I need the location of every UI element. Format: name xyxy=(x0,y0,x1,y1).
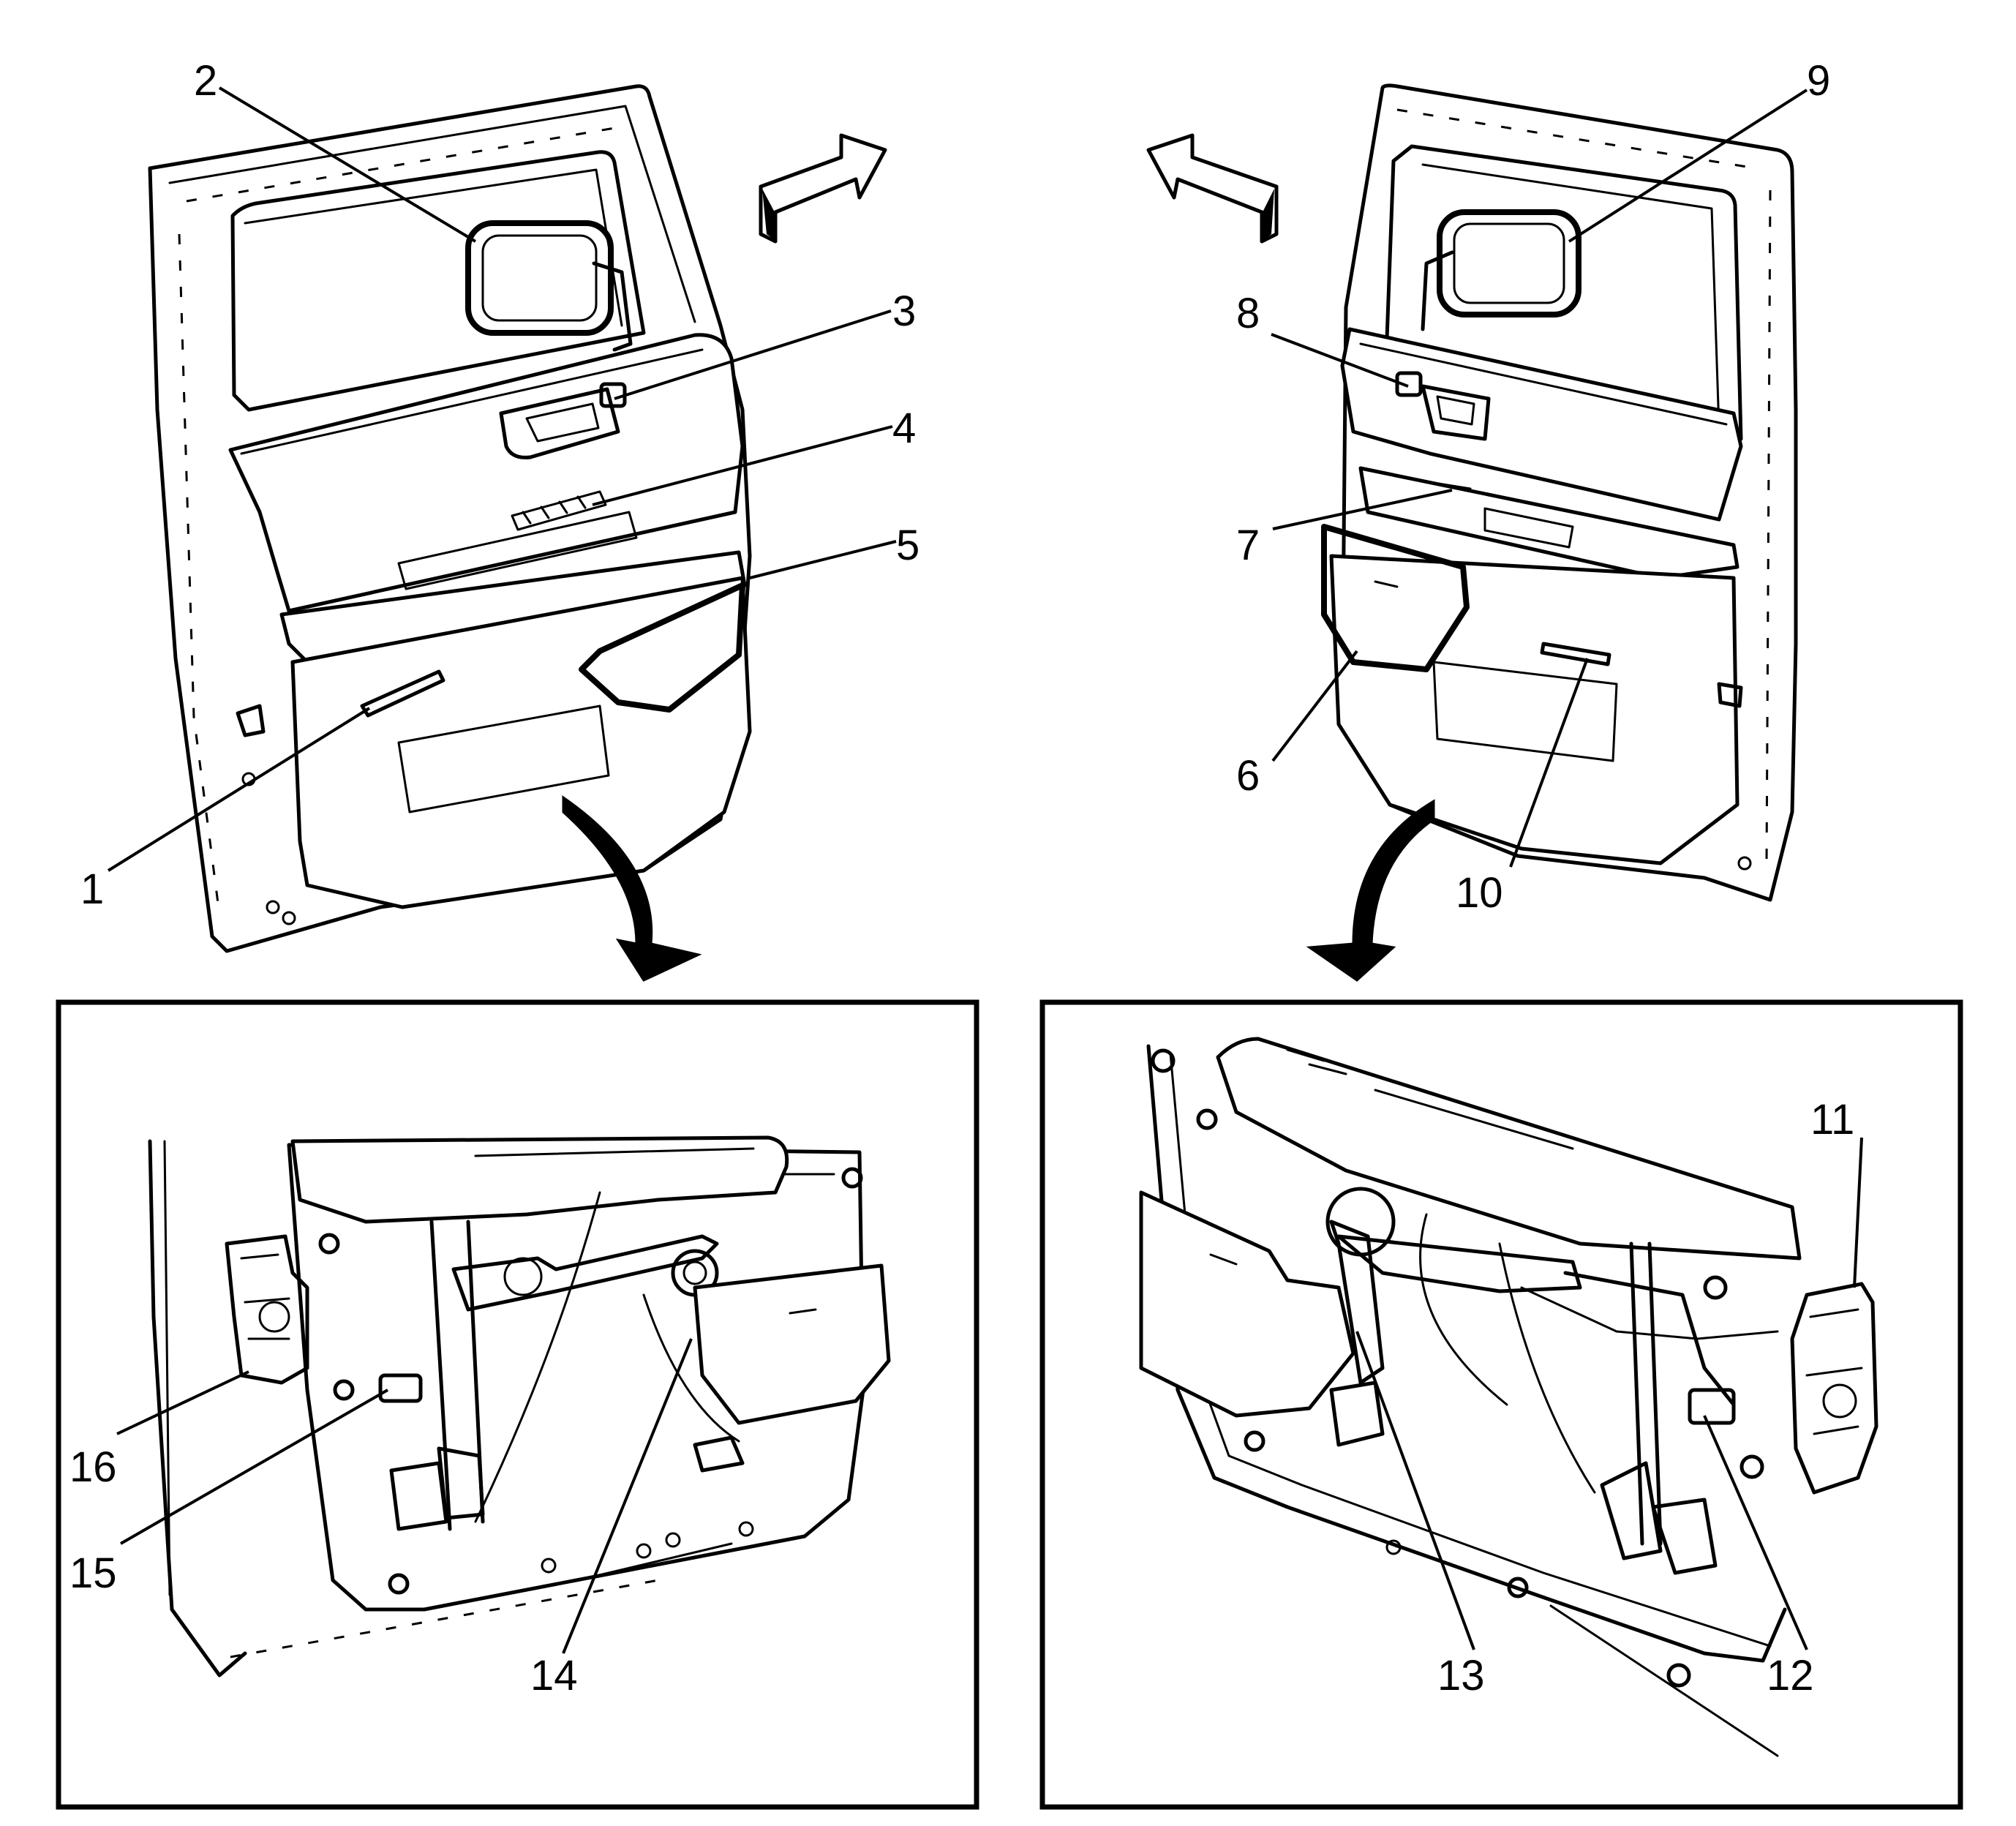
left-mirror xyxy=(465,220,633,352)
callout-3: 3 xyxy=(892,288,916,335)
right-mirror xyxy=(1421,209,1581,331)
callout-5: 5 xyxy=(896,522,919,569)
forward-arrow-right-icon xyxy=(759,133,887,244)
callout-6: 6 xyxy=(1236,752,1260,800)
right-armrest xyxy=(1358,466,1739,580)
callout-1: 1 xyxy=(80,865,104,913)
callout-16: 16 xyxy=(69,1443,117,1491)
left-door-latch xyxy=(225,1234,309,1385)
leader-lines xyxy=(107,86,1863,1654)
callout-numbers: 1 2 3 4 5 6 7 8 9 10 11 12 13 14 15 16 xyxy=(69,57,1854,1699)
callout-10: 10 xyxy=(1456,869,1503,917)
callout-7: 7 xyxy=(1236,522,1260,569)
left-trim-upper xyxy=(228,333,745,613)
forward-arrow-left-icon xyxy=(1146,133,1279,244)
right-trim-upper xyxy=(1340,327,1743,522)
right-trim-lower xyxy=(1329,554,1739,865)
left-detail-internals xyxy=(148,1135,891,1677)
callout-13: 13 xyxy=(1437,1652,1485,1699)
left-trim-lower xyxy=(290,576,752,909)
callout-9: 9 xyxy=(1807,57,1830,105)
view-arrow-right-icon xyxy=(1306,799,1435,982)
callout-12: 12 xyxy=(1767,1652,1814,1699)
callout-15: 15 xyxy=(69,1549,117,1597)
callout-4: 4 xyxy=(892,405,916,452)
callout-2: 2 xyxy=(194,57,217,105)
right-door-latch xyxy=(1790,1282,1878,1495)
right-detail-internals xyxy=(1139,1037,1878,1757)
callout-14: 14 xyxy=(530,1652,578,1699)
left-door-assembly xyxy=(148,84,752,953)
view-arrow-left-icon xyxy=(562,795,702,982)
callout-11: 11 xyxy=(1810,1096,1854,1143)
left-window-opening xyxy=(230,150,646,412)
right-door-assembly xyxy=(1321,83,1798,902)
callout-8: 8 xyxy=(1236,290,1260,337)
